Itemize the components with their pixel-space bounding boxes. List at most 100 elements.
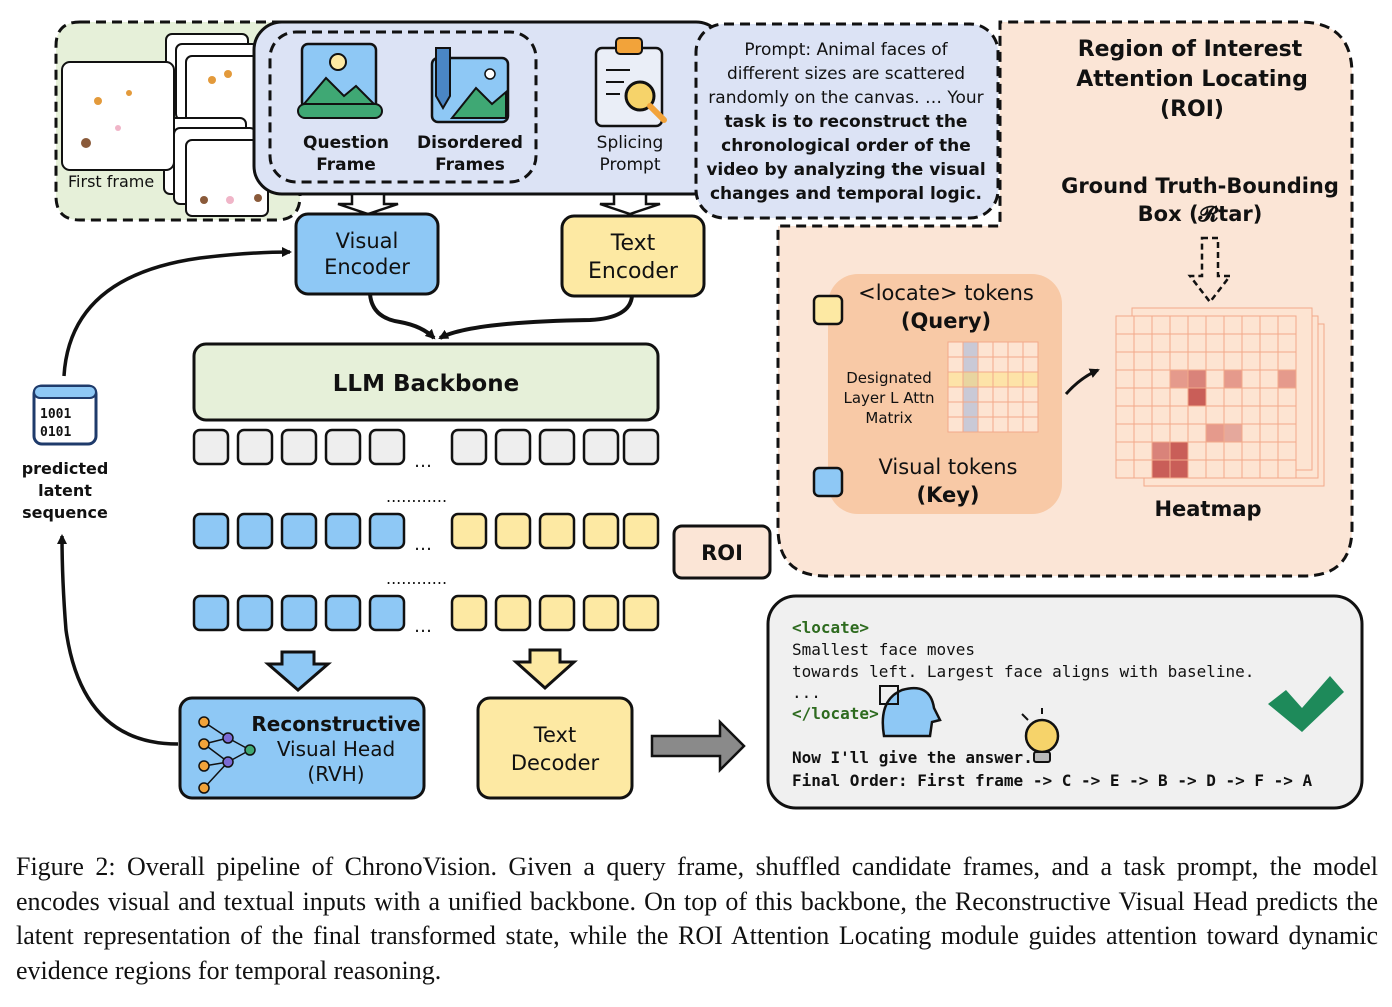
down-arrow-rvh bbox=[263, 650, 333, 692]
token bbox=[450, 428, 488, 466]
heatmap-cell bbox=[1169, 333, 1189, 353]
heatmap-cell bbox=[1151, 369, 1171, 389]
attention-cell bbox=[1007, 371, 1024, 388]
token bbox=[236, 594, 274, 632]
token bbox=[368, 428, 406, 466]
heatmap-cell bbox=[1115, 405, 1135, 425]
final-order: Final Order: First frame -> C -> E -> B … bbox=[792, 771, 1313, 790]
text-decoder-label-2: Decoder bbox=[511, 751, 600, 775]
frame-stack bbox=[163, 33, 269, 217]
heatmap-cell bbox=[1223, 405, 1243, 425]
inputs-panel: Question Frame Disordered Frames Splicin… bbox=[252, 20, 726, 196]
attention-cell bbox=[992, 386, 1009, 403]
attention-cell bbox=[1022, 416, 1039, 433]
row1-ellipsis: … bbox=[414, 451, 432, 472]
token bbox=[494, 512, 532, 550]
visual-encoder-label-2: Encoder bbox=[324, 255, 410, 279]
roi-badge: ROI bbox=[672, 524, 772, 580]
token bbox=[280, 512, 318, 550]
heatmap-cell bbox=[1151, 423, 1171, 443]
heatmap-cell bbox=[1115, 459, 1135, 479]
attention-cell bbox=[947, 371, 964, 388]
attention-cell bbox=[992, 356, 1009, 373]
image-icon bbox=[297, 42, 383, 119]
attention-cell bbox=[1007, 416, 1024, 433]
heatmap-cell bbox=[1205, 333, 1225, 353]
splicing-prompt-label-2: Prompt bbox=[600, 155, 661, 175]
attention-cell bbox=[1022, 386, 1039, 403]
animal-face-icon bbox=[254, 194, 262, 202]
token bbox=[368, 594, 406, 632]
heatmap-cell bbox=[1205, 441, 1225, 461]
gt-label-2: Box (𝓡tar) bbox=[1138, 202, 1263, 226]
token bbox=[192, 594, 230, 632]
attention-cell bbox=[1022, 356, 1039, 373]
heatmap-cell bbox=[1259, 423, 1279, 443]
heatmap-cell bbox=[1187, 405, 1207, 425]
heatmap-cell bbox=[1169, 459, 1189, 479]
heatmap-cell bbox=[1223, 333, 1243, 353]
attention-cell bbox=[992, 341, 1009, 358]
clipboard-search-icon bbox=[594, 37, 667, 128]
question-frame-label-1: Question bbox=[303, 133, 389, 153]
heatmap-cell bbox=[1205, 315, 1225, 335]
roi-title-1: Region of Interest bbox=[1078, 37, 1303, 62]
heatmap-cell bbox=[1259, 387, 1279, 407]
gt-label-1: Ground Truth-Bounding bbox=[1061, 174, 1339, 198]
token bbox=[280, 594, 318, 632]
heatmap-cell bbox=[1115, 423, 1135, 443]
heatmap-cell bbox=[1151, 441, 1171, 461]
neural-network-icon bbox=[198, 716, 256, 794]
matrix-label-1: Designated bbox=[846, 369, 932, 387]
disordered-frames-label-2: Frames bbox=[435, 155, 505, 175]
output-line-2: towards left. Largest face aligns with b… bbox=[792, 662, 1254, 681]
heatmap-cell bbox=[1205, 423, 1225, 443]
text-decoder-label-1: Text bbox=[533, 723, 576, 747]
down-arrow-text bbox=[599, 192, 661, 216]
token bbox=[622, 512, 660, 550]
matrix-to-heatmap-arrow bbox=[1064, 368, 1100, 395]
heatmap-cell bbox=[1259, 315, 1279, 335]
prompt-line-7: changes and temporal logic. bbox=[710, 184, 982, 204]
animal-face-icon bbox=[224, 70, 232, 78]
heatmap-grid bbox=[1115, 307, 1325, 487]
heatmap-cell bbox=[1277, 387, 1297, 407]
attention-cell bbox=[1007, 386, 1024, 403]
prompt-line-3: randomly on the canvas. … Your bbox=[708, 88, 983, 108]
heatmap-cell bbox=[1241, 369, 1261, 389]
attention-cell bbox=[992, 416, 1009, 433]
heatmap-cell bbox=[1223, 459, 1243, 479]
token bbox=[582, 512, 620, 550]
animal-face-icon bbox=[200, 196, 208, 204]
answer-intro: Now I'll give the answer. bbox=[792, 748, 1033, 767]
attention-cell bbox=[1022, 341, 1039, 358]
heatmap-cell bbox=[1241, 423, 1261, 443]
roi-badge-label: ROI bbox=[701, 541, 743, 565]
heatmap-cell bbox=[1187, 387, 1207, 407]
query-token-swatch bbox=[812, 294, 844, 326]
heatmap-label: Heatmap bbox=[1154, 497, 1261, 521]
heatmap-cell bbox=[1133, 333, 1153, 353]
token bbox=[538, 594, 576, 632]
token bbox=[324, 512, 362, 550]
heatmap-cell bbox=[1259, 351, 1279, 371]
heatmap-cell bbox=[1169, 315, 1189, 335]
heatmap-cell bbox=[1205, 387, 1225, 407]
gt-down-arrow bbox=[1187, 236, 1233, 305]
attention-cell bbox=[947, 401, 964, 418]
token bbox=[538, 512, 576, 550]
heatmap-cell bbox=[1115, 387, 1135, 407]
figure-caption: Figure 2: Overall pipeline of ChronoVisi… bbox=[16, 852, 1378, 985]
output-line-1: Smallest face moves bbox=[792, 640, 975, 659]
attention-subpanel bbox=[828, 274, 1062, 514]
matrix-label-3: Matrix bbox=[865, 409, 912, 427]
latent-label-3: sequence bbox=[22, 503, 108, 522]
heatmap-cell bbox=[1241, 333, 1261, 353]
heatmap-cell bbox=[1187, 369, 1207, 389]
attention-cell bbox=[977, 401, 994, 418]
heatmap-cell bbox=[1223, 369, 1243, 389]
text-encoder-label-2: Encoder bbox=[588, 259, 679, 284]
token bbox=[368, 512, 406, 550]
text-encoder: Text Encoder bbox=[560, 214, 706, 298]
roi-panel: Region of Interest Attention Locating (R… bbox=[776, 20, 1354, 578]
